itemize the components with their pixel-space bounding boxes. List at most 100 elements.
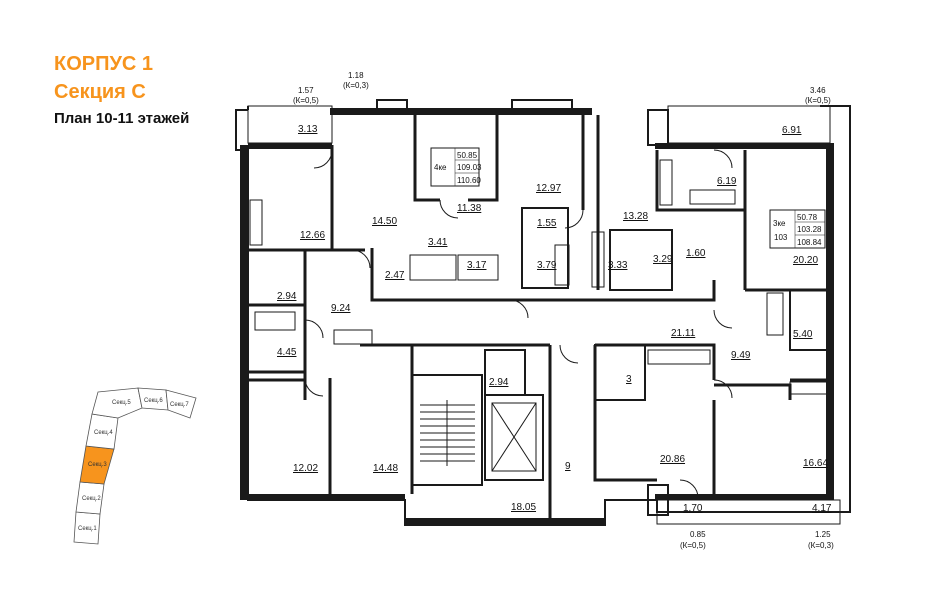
apartment-number: 103 — [774, 233, 788, 242]
balcony-coefficient: (К=0,3) — [808, 541, 834, 550]
door-swing — [351, 249, 371, 269]
kitchen-counter-1 — [249, 199, 263, 246]
room-area: 9.24 — [331, 303, 351, 314]
bathtub-1 — [254, 311, 296, 331]
balcony-bottom-right — [656, 499, 841, 525]
room-area: 9 — [565, 461, 571, 472]
door-swing — [313, 149, 333, 169]
key-plan-label: Секц.2 — [82, 496, 101, 502]
wardrobe — [766, 292, 784, 336]
door-swing — [439, 199, 459, 219]
wardrobe — [333, 329, 373, 345]
room-area: 3.17 — [467, 260, 487, 271]
key-plan-label: Секц.1 — [78, 526, 97, 532]
top-wall-right — [655, 143, 830, 149]
door-swing — [713, 379, 733, 399]
room-area: 18.05 — [511, 502, 536, 513]
section-title: Секция С — [54, 81, 146, 103]
bathroom-5 — [247, 304, 306, 373]
room-area: 12.97 — [536, 183, 561, 194]
apartment-area-with-balcony: 108.84 — [797, 238, 822, 247]
bathroom-2 — [609, 229, 673, 291]
bottom-wall-right — [655, 494, 830, 500]
room-area: 2.94 — [277, 291, 297, 302]
room-area: 16.64 — [803, 458, 828, 469]
key-plan-label: Секц.3 — [88, 462, 107, 468]
apartment-area-with-balcony: 110.60 — [457, 176, 481, 185]
partition — [413, 115, 440, 202]
balcony-bottom-left — [647, 484, 669, 516]
bottom-wall-left — [248, 494, 405, 500]
key-plan-label: Секц.6 — [144, 398, 163, 404]
room-area: 6.19 — [717, 176, 737, 187]
room-area-labels: 3.13 12.66 2.94 4.45 9.24 12.02 14.48 14… — [277, 124, 832, 514]
room-area: 20.86 — [660, 454, 685, 465]
room-area: 14.50 — [372, 216, 397, 227]
apartment-card-3k[interactable]: 3ке 103 50.78 103.28 108.84 — [769, 209, 826, 249]
key-plan: Секц.1 Секц.2 Секц.3 Секц.4 Секц.5 Секц.… — [73, 387, 197, 545]
room-area: 3.33 — [608, 260, 628, 271]
room-area: 3.79 — [537, 260, 557, 271]
room-area: 2.94 — [489, 377, 509, 388]
door-swing — [713, 309, 733, 329]
room-area: 14.48 — [373, 463, 398, 474]
door-swing — [509, 299, 529, 319]
bathroom-1 — [521, 207, 569, 289]
room-area: 2.47 — [385, 270, 405, 281]
room-area: 3.13 — [298, 124, 318, 135]
room-area: 12.02 — [293, 463, 318, 474]
room-area: 21.11 — [671, 328, 696, 339]
key-plan-label: Секц.5 — [112, 400, 131, 406]
room-area: 13.28 — [623, 211, 648, 222]
key-plan-label: Секц.7 — [170, 402, 189, 408]
elevator-cab — [491, 402, 537, 472]
stair-steps — [420, 400, 475, 466]
bathroom-4 — [789, 289, 831, 351]
top-wall-left — [248, 143, 332, 149]
room-area: 11.38 — [457, 203, 482, 214]
balcony-area: 1.57 — [298, 86, 314, 95]
wardrobe — [457, 254, 499, 281]
partition — [593, 345, 657, 482]
apartment-card-4k[interactable]: 4ке 50.85 109.03 110.60 — [430, 147, 482, 187]
building-title: КОРПУС 1 — [54, 53, 154, 75]
balcony-labels: 1.57 (К=0,5) 1.18 (К=0,3) 3.46 (К=0,5) 0… — [293, 71, 834, 550]
balcony-coefficient: (К=0,5) — [293, 96, 319, 105]
door-swing — [559, 344, 579, 364]
bottom-wall-stair — [405, 518, 605, 525]
apartment-rooms: 4ке — [434, 163, 447, 172]
partition — [655, 150, 745, 212]
wardrobe — [591, 231, 605, 288]
wardrobe — [789, 381, 829, 395]
floor-plan-title: План 10-11 этажей — [54, 110, 190, 127]
stair-core — [411, 374, 483, 486]
key-plan-section-5 — [91, 387, 143, 419]
bathroom-3 — [594, 344, 646, 401]
room-area: 12.66 — [300, 230, 325, 241]
room-area: 1.55 — [537, 218, 557, 229]
apartment-living-area: 50.85 — [457, 151, 478, 160]
kitchen-counter-2 — [659, 159, 673, 206]
room-area: 1.60 — [686, 248, 706, 259]
apartment-living-area: 50.78 — [797, 213, 818, 222]
title-block: КОРПУС 1 Секция С План 10-11 этажей — [54, 50, 189, 130]
bay-window-1 — [376, 99, 408, 113]
apartment-rooms: 3ке — [773, 219, 786, 228]
room-area: 5.40 — [793, 329, 813, 340]
top-wall-mid — [330, 108, 592, 115]
partition — [714, 383, 792, 400]
apartment-total-area: 103.28 — [797, 225, 822, 234]
left-wall — [240, 145, 248, 500]
door-swing — [679, 479, 699, 499]
balcony-area: 0.85 — [690, 530, 706, 539]
wardrobe — [409, 254, 457, 281]
vestibule — [484, 349, 526, 396]
key-plan-label: Секц.4 — [94, 430, 113, 436]
wardrobe — [647, 349, 711, 365]
balcony-area: 1.25 — [815, 530, 831, 539]
room-area: 1.70 — [683, 503, 703, 514]
balcony-top-right — [667, 105, 831, 144]
room-area: 9.49 — [731, 350, 751, 361]
room-area: 20.20 — [793, 255, 818, 266]
